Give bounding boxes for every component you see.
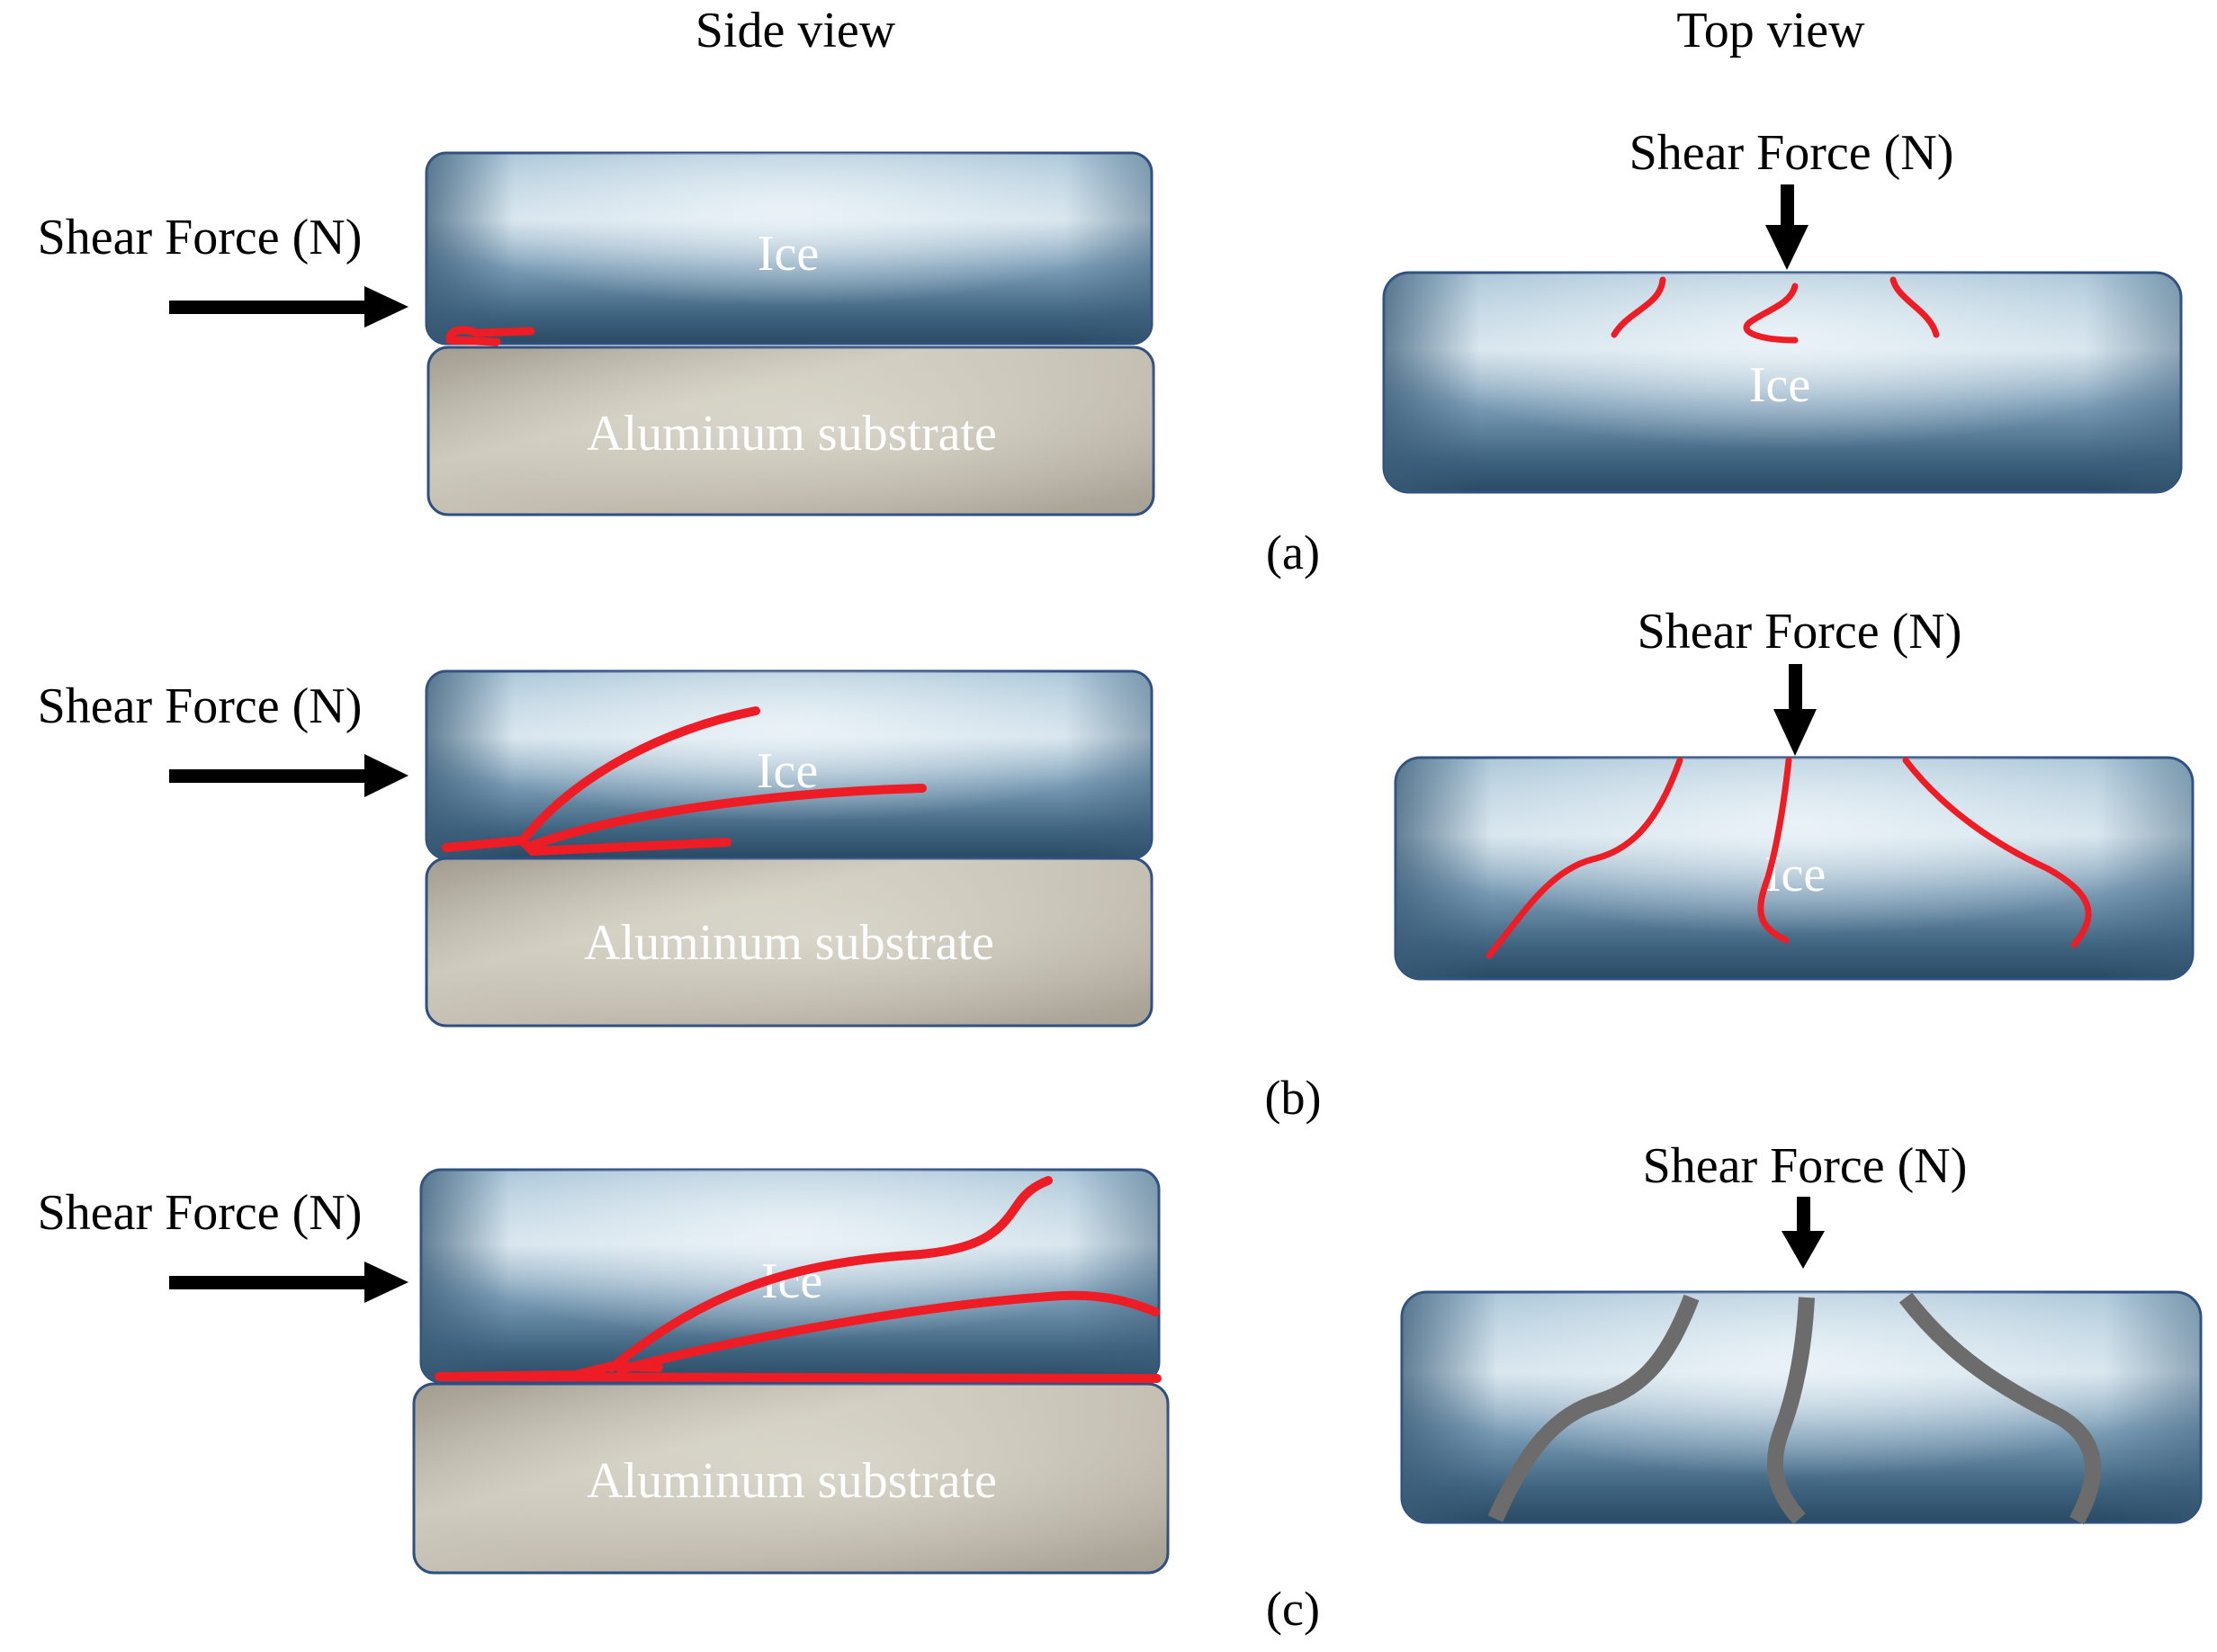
- substrate-label: Aluminum substrate: [584, 915, 994, 971]
- crack-line: [445, 326, 535, 346]
- shear-force-label: Shear Force (N): [1638, 604, 1962, 660]
- side-view-header: Side view: [696, 3, 896, 58]
- shear-force-label: Shear Force (N): [38, 678, 363, 734]
- down-arrow-icon: [1782, 1197, 1825, 1269]
- ice-block: Ice: [425, 151, 1153, 346]
- crack-lines: [1485, 757, 2092, 959]
- side-view-a: Shear Force (N) Ice Aluminum substrate: [38, 151, 1155, 516]
- ice-block: Ice: [1382, 271, 2183, 494]
- top-view-header: Top view: [1676, 3, 1865, 58]
- substrate-label: Aluminum substrate: [587, 406, 997, 462]
- ice-block: Ice: [1394, 756, 2195, 981]
- ice-block: [1400, 1290, 2203, 1524]
- crack-lines: [435, 1176, 1162, 1383]
- panel-a: Shear Force (N) Ice Aluminum substrate S…: [38, 125, 2183, 579]
- side-view-c: Shear Force (N) Ice Aluminum substrate: [38, 1168, 1170, 1575]
- right-arrow-icon: [169, 1261, 408, 1303]
- aluminum-substrate-block: Aluminum substrate: [426, 346, 1155, 516]
- ice-label: Ice: [757, 743, 818, 799]
- top-view-b: Shear Force (N) Ice: [1394, 604, 2195, 981]
- ice-label: Ice: [758, 226, 819, 282]
- panel-caption-c: (c): [1266, 1582, 1320, 1636]
- side-view-b: Shear Force (N) Ice Aluminum substrate: [38, 669, 1153, 1028]
- top-view-a: Shear Force (N) Ice: [1382, 125, 2183, 494]
- down-arrow-icon: [1765, 184, 1809, 270]
- ice-label: Ice: [1749, 357, 1810, 413]
- right-arrow-icon: [169, 286, 408, 328]
- shear-force-label: Shear Force (N): [38, 1185, 363, 1241]
- aluminum-substrate-block: Aluminum substrate: [425, 857, 1153, 1028]
- shear-force-label: Shear Force (N): [1629, 125, 1954, 181]
- shear-force-label: Shear Force (N): [38, 210, 363, 265]
- crack-lines: [1487, 1292, 2102, 1525]
- top-view-c: Shear Force (N): [1400, 1138, 2203, 1525]
- shear-force-label: Shear Force (N): [1643, 1138, 1968, 1194]
- substrate-label: Aluminum substrate: [587, 1453, 997, 1509]
- down-arrow-icon: [1773, 664, 1817, 756]
- panel-caption-b: (b): [1265, 1071, 1322, 1125]
- crack-lines: [442, 706, 927, 857]
- ice-block: Ice: [425, 669, 1153, 860]
- right-arrow-icon: [169, 754, 408, 797]
- panel-b: Shear Force (N) Ice Aluminum substrate: [38, 604, 2195, 1125]
- panel-caption-a: (a): [1266, 525, 1320, 579]
- crack-lines: [1611, 276, 1940, 344]
- aluminum-substrate-block: Aluminum substrate: [412, 1382, 1170, 1575]
- panel-c: Shear Force (N) Ice Aluminum substrate: [38, 1138, 2203, 1636]
